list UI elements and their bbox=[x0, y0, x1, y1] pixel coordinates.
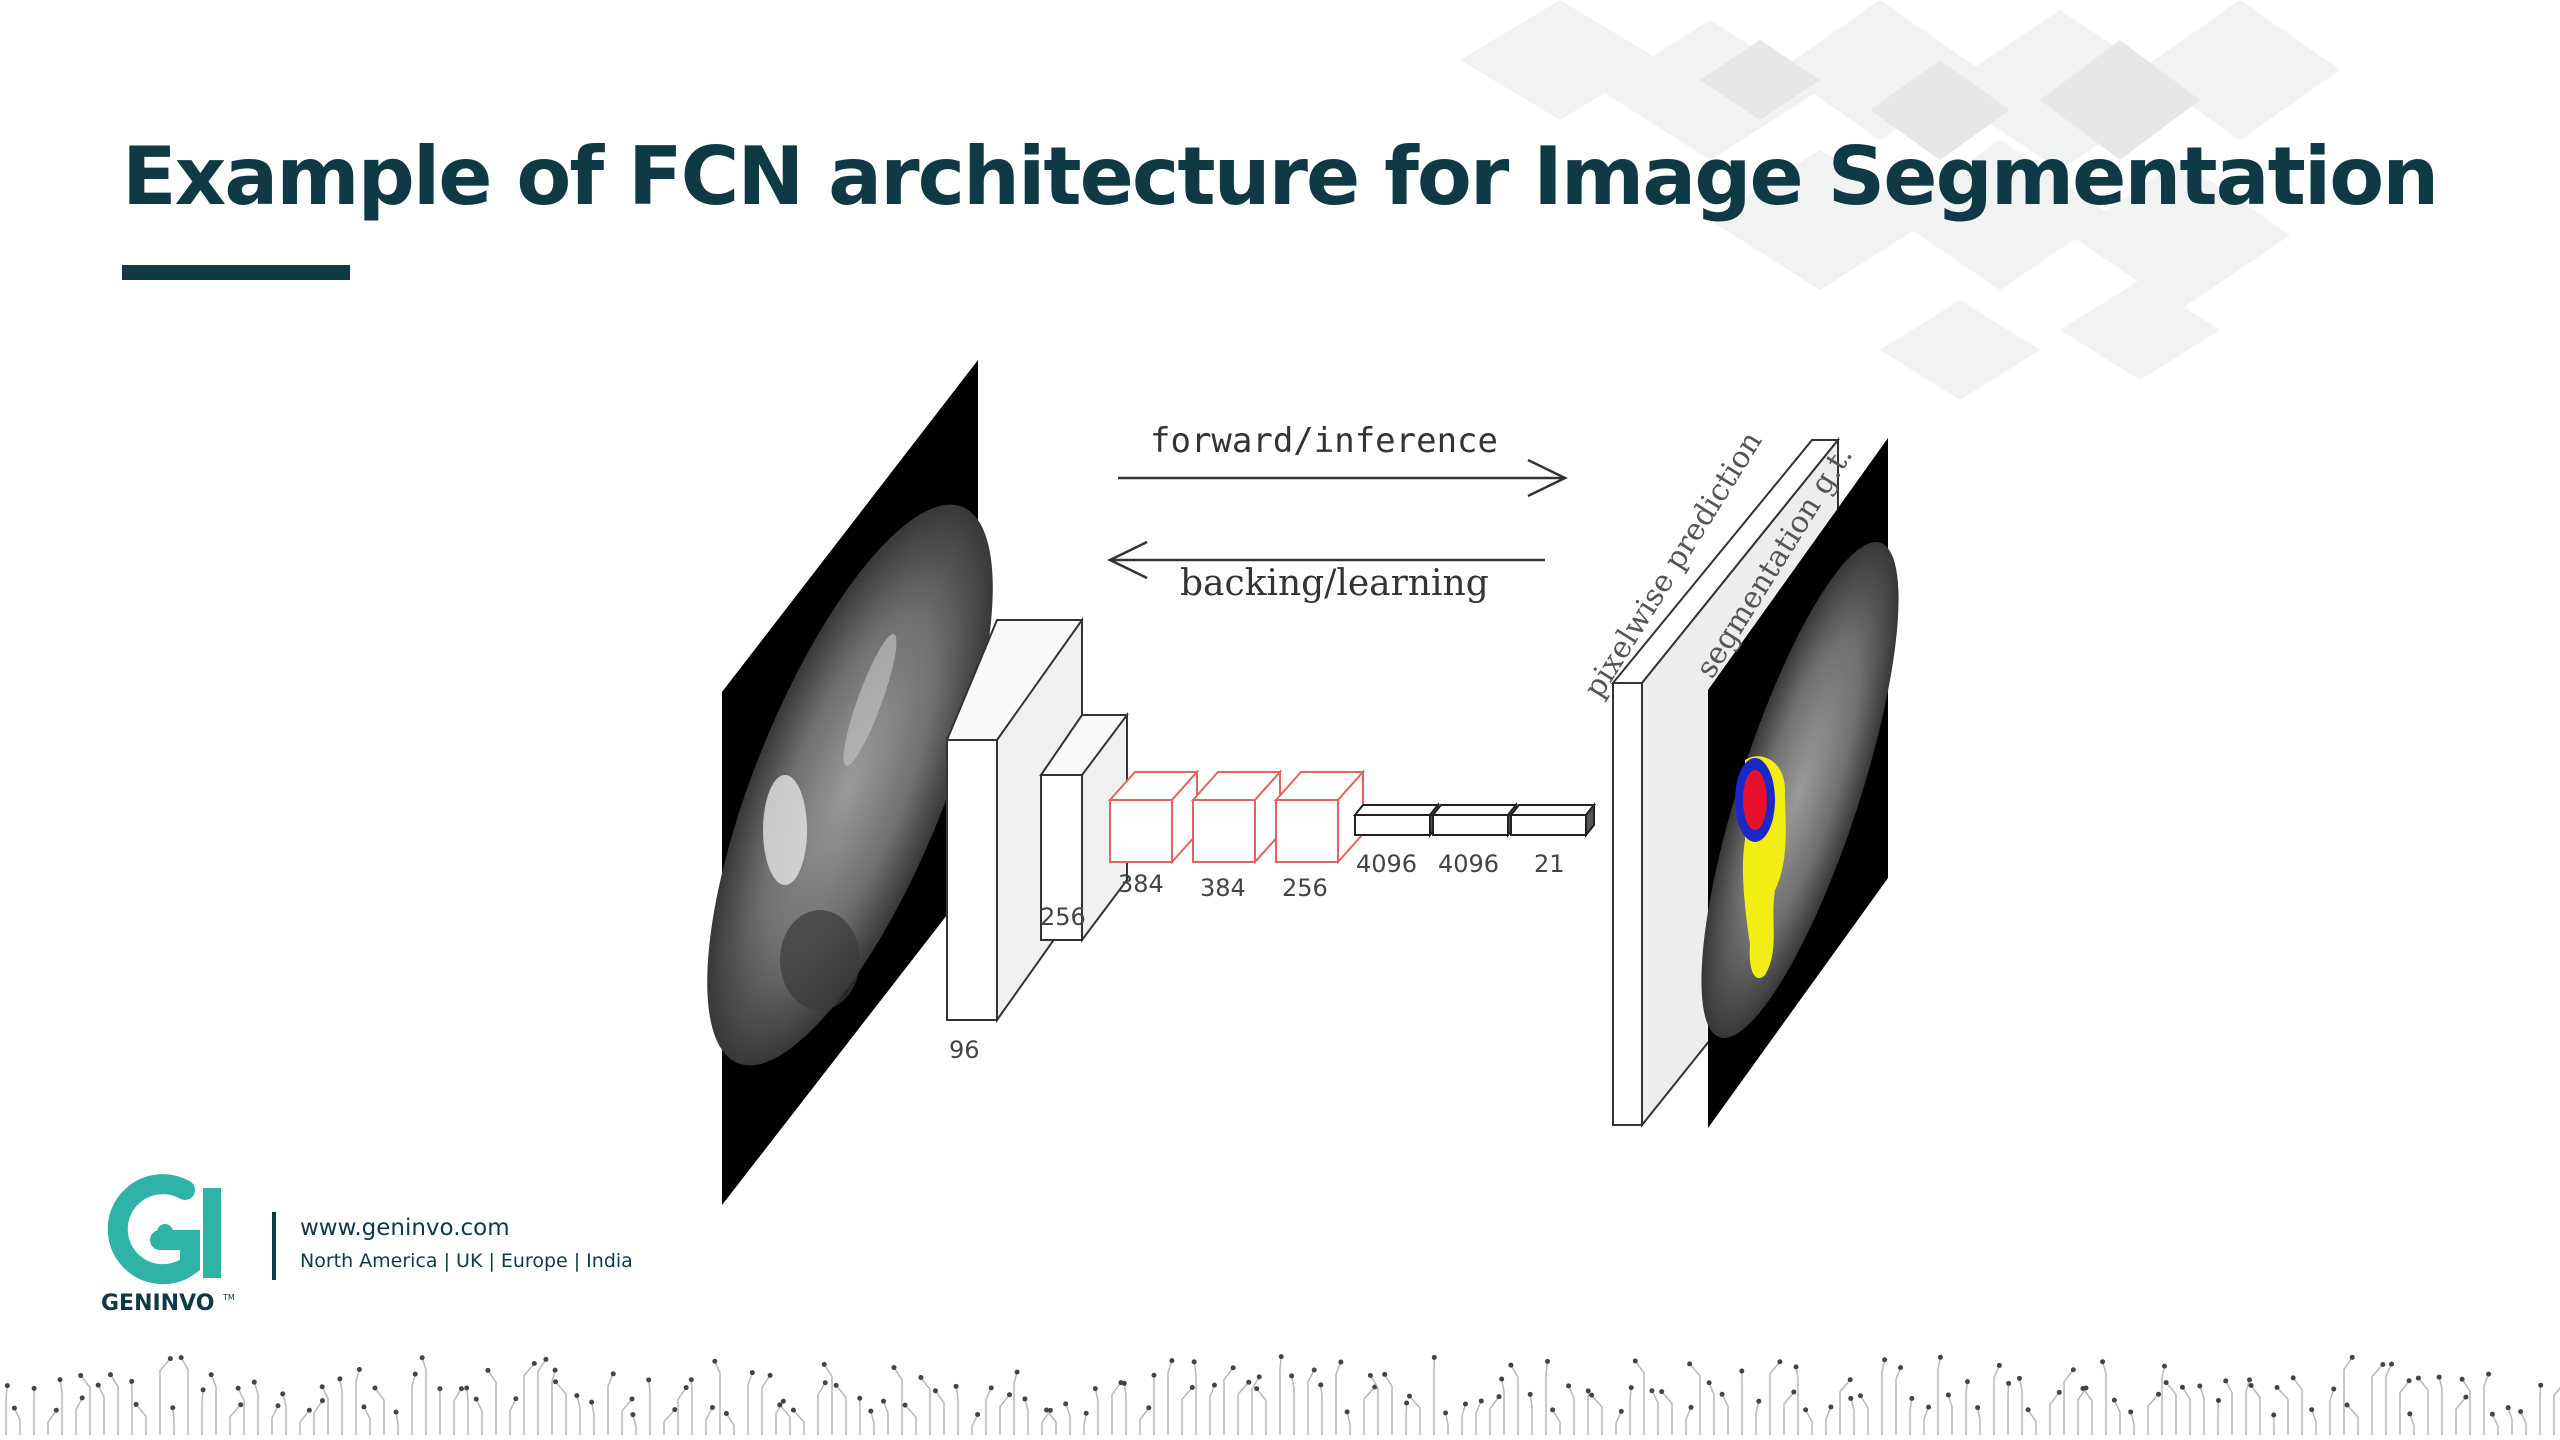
input-mri-image bbox=[707, 360, 993, 1205]
backward-arrow-label: backing/learning bbox=[1180, 563, 1489, 604]
footer-regions: North America | UK | Europe | India bbox=[300, 1250, 633, 1272]
forward-arrow bbox=[1118, 458, 1568, 498]
backward-arrow bbox=[1107, 540, 1545, 580]
circuit-border-decoration bbox=[4, 1354, 2560, 1435]
footer-divider bbox=[272, 1212, 276, 1280]
geninvo-trademark: TM bbox=[222, 1293, 235, 1302]
layer-label-conv4: 384 bbox=[1200, 874, 1246, 902]
layer-block-conv2 bbox=[1039, 712, 1129, 943]
layer-label-conv3: 384 bbox=[1118, 870, 1164, 898]
layer-label-conv2: 256 bbox=[1040, 903, 1086, 931]
forward-arrow-label: forward/inference bbox=[1150, 421, 1498, 461]
layer-block-conv3 bbox=[1107, 769, 1200, 865]
layer-block-fc8 bbox=[1508, 802, 1597, 838]
background-diamond-pattern bbox=[1460, 0, 2340, 400]
slide-title: Example of FCN architecture for Image Se… bbox=[122, 130, 2439, 223]
title-underline bbox=[122, 265, 350, 280]
layer-label-conv5: 256 bbox=[1282, 874, 1328, 902]
layer-label-fc7: 4096 bbox=[1438, 850, 1499, 878]
geninvo-logo: GENINVO TM bbox=[101, 1174, 235, 1316]
segmentation-ground-truth-image bbox=[1701, 438, 1899, 1128]
layer-label-fc6: 4096 bbox=[1356, 850, 1417, 878]
layer-block-conv5 bbox=[1273, 769, 1366, 865]
fcn-diagram: 96 256 384 384 256 4096 4096 bbox=[707, 360, 1899, 1205]
layer-block-conv4 bbox=[1190, 769, 1283, 865]
layer-label-conv1: 96 bbox=[949, 1036, 980, 1064]
layer-label-fc8: 21 bbox=[1534, 850, 1565, 878]
layer-block-fc7 bbox=[1430, 802, 1519, 838]
layer-block-fc6 bbox=[1352, 802, 1441, 838]
geninvo-brand-text: GENINVO bbox=[101, 1291, 214, 1316]
footer-website-link[interactable]: www.geninvo.com bbox=[300, 1215, 510, 1241]
